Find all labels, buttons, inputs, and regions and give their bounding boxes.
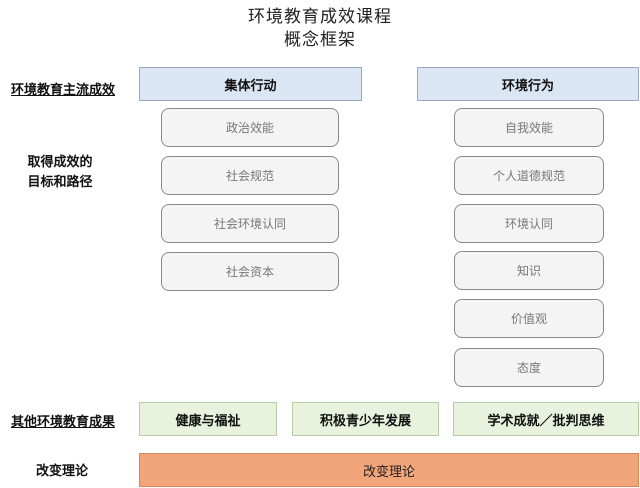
row-label-mainstream: 环境教育主流成效: [11, 83, 116, 98]
column-header-behavior: 环境行为: [417, 67, 639, 101]
row-label-other: 其他环境教育成果: [11, 415, 116, 430]
collective-item-social-norms: 社会规范: [161, 156, 339, 195]
behavior-item-self-efficacy: 自我效能: [454, 108, 604, 147]
theory-of-change-bar: 改变理论: [139, 453, 639, 487]
diagram-title-line2: 概念框架: [284, 30, 356, 50]
behavior-item-personal-moral-norms: 个人道德规范: [454, 156, 604, 195]
column-header-collective: 集体行动: [139, 67, 362, 101]
outcome-academic-critical-thinking: 学术成就／批判思维: [453, 402, 639, 436]
outcome-positive-youth-development: 积极青少年发展: [292, 402, 439, 436]
collective-item-political-efficacy: 政治效能: [161, 108, 339, 147]
behavior-item-attitude: 态度: [454, 348, 604, 387]
behavior-item-env-identity: 环境认同: [454, 204, 604, 243]
behavior-item-knowledge: 知识: [454, 251, 604, 290]
row-label-paths: 取得成效的 目标和路径: [24, 153, 96, 193]
behavior-item-values: 价值观: [454, 299, 604, 338]
collective-item-social-env-identity: 社会环境认同: [161, 204, 339, 243]
outcome-health-wellbeing: 健康与福祉: [139, 402, 277, 436]
diagram-title-line1: 环境教育成效课程: [248, 7, 392, 27]
row-label-paths-line2: 目标和路径: [27, 175, 93, 190]
row-label-theory: 改变理论: [36, 464, 89, 479]
collective-item-social-capital: 社会资本: [161, 252, 339, 291]
row-label-paths-line1: 取得成效的: [27, 155, 93, 170]
